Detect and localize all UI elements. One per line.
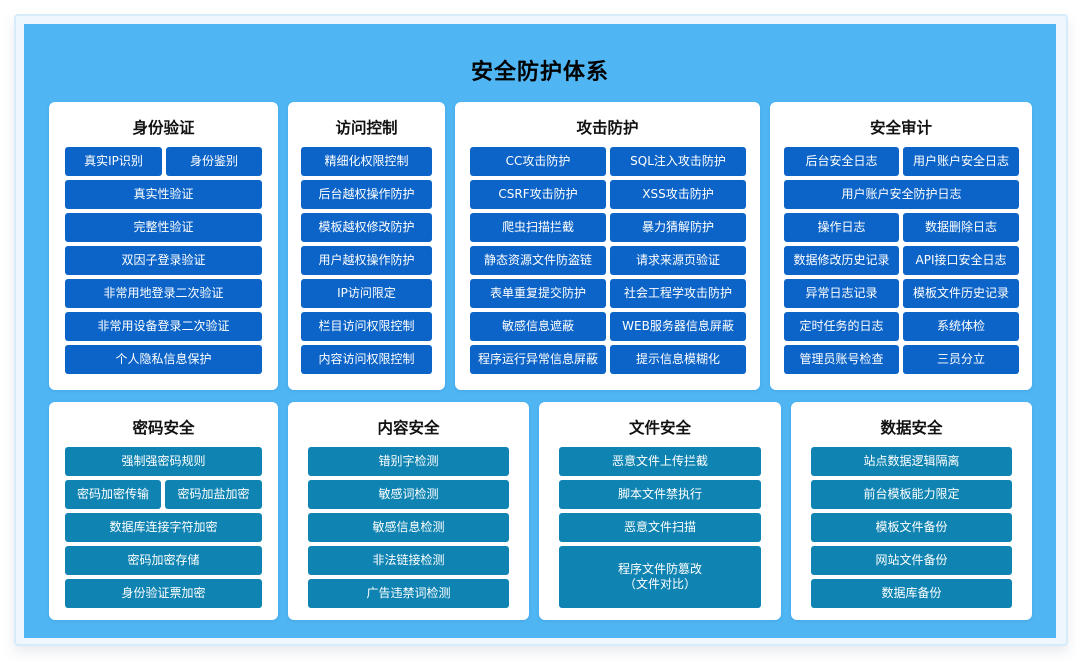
- panel-title: 安全审计: [869, 119, 932, 137]
- item: 身份验证票加密: [65, 579, 262, 608]
- panel-title: 身份验证: [132, 119, 195, 137]
- item: 非法链接检测: [308, 546, 509, 575]
- panel-file-security: 文件安全 恶意文件上传拦截 脚本文件禁执行 恶意文件扫描 程序文件防篡改 （文件…: [539, 402, 781, 620]
- item: 模板文件备份: [811, 513, 1012, 542]
- item: 提示信息模糊化: [610, 345, 746, 374]
- item: 数据删除日志: [903, 213, 1019, 242]
- diagram-title: 安全防护体系: [470, 60, 609, 85]
- panel-title: 内容安全: [377, 419, 440, 437]
- item: 恶意文件上传拦截: [559, 447, 761, 476]
- item: 数据库备份: [811, 579, 1012, 608]
- item: 站点数据逻辑隔离: [811, 447, 1012, 476]
- panel-attack-protection: 攻击防护 CC攻击防护 SQL注入攻击防护 CSRF攻击防护 XSS攻击防护 爬…: [455, 102, 760, 390]
- panel-data-security: 数据安全 站点数据逻辑隔离 前台模板能力限定 模板文件备份 网站文件备份 数据库…: [791, 402, 1032, 620]
- item: 脚本文件禁执行: [559, 480, 761, 509]
- item: 用户账户安全防护日志: [784, 180, 1019, 209]
- item: 操作日志: [784, 213, 899, 242]
- item-line: （文件对比）: [623, 577, 696, 591]
- item: 密码加密传输: [65, 480, 161, 509]
- item-line: 程序文件防篡改: [617, 562, 702, 576]
- item: 敏感词检测: [308, 480, 509, 509]
- item: 密码加盐加密: [165, 480, 262, 509]
- panel-access-control: 访问控制 精细化权限控制 后台越权操作防护 模板越权修改防护 用户越权操作防护 …: [288, 102, 445, 390]
- panel-password-security: 密码安全 强制强密码规则 密码加密传输 密码加盐加密 数据库连接字符加密 密码加…: [49, 402, 278, 620]
- item: 表单重复提交防护: [470, 279, 606, 308]
- item: 三员分立: [903, 345, 1019, 374]
- item: XSS攻击防护: [610, 180, 746, 209]
- item: 系统体检: [903, 312, 1019, 341]
- item: 后台安全日志: [784, 147, 899, 176]
- item: 强制强密码规则: [65, 447, 262, 476]
- item: 精细化权限控制: [301, 147, 432, 176]
- item: 身份鉴别: [166, 147, 262, 176]
- item: 数据修改历史记录: [784, 246, 899, 275]
- item: 个人隐私信息保护: [65, 345, 262, 374]
- panel-title: 访问控制: [335, 119, 398, 137]
- item: 非常用地登录二次验证: [65, 279, 262, 308]
- item: 栏目访问权限控制: [301, 312, 432, 341]
- item: 完整性验证: [65, 213, 262, 242]
- item: 内容访问权限控制: [301, 345, 432, 374]
- item: 前台模板能力限定: [811, 480, 1012, 509]
- item: 爬虫扫描拦截: [470, 213, 606, 242]
- item: CC攻击防护: [470, 147, 606, 176]
- panel-identity: 身份验证 真实IP识别 身份鉴别 真实性验证 完整性验证 双因子登录验证 非常用…: [49, 102, 278, 390]
- item: 非常用设备登录二次验证: [65, 312, 262, 341]
- item: 请求来源页验证: [610, 246, 746, 275]
- item: 广告违禁词检测: [308, 579, 509, 608]
- panel-title: 数据安全: [880, 419, 943, 437]
- panel-title: 密码安全: [132, 419, 195, 437]
- panel-title: 攻击防护: [576, 119, 639, 137]
- item: 敏感信息检测: [308, 513, 509, 542]
- item: 真实性验证: [65, 180, 262, 209]
- item: 静态资源文件防盗链: [470, 246, 606, 275]
- item: 管理员账号检查: [784, 345, 899, 374]
- item: 后台越权操作防护: [301, 180, 432, 209]
- panel-content-security: 内容安全 错别字检测 敏感词检测 敏感信息检测 非法链接检测 广告违禁词检测: [288, 402, 529, 620]
- item: 错别字检测: [308, 447, 509, 476]
- item: 恶意文件扫描: [559, 513, 761, 542]
- item: 敏感信息遮蔽: [470, 312, 606, 341]
- item: SQL注入攻击防护: [610, 147, 746, 176]
- item: 网站文件备份: [811, 546, 1012, 575]
- panel-title: 文件安全: [628, 419, 691, 437]
- item: 暴力猜解防护: [610, 213, 746, 242]
- item: WEB服务器信息屏蔽: [610, 312, 746, 341]
- item: 数据库连接字符加密: [65, 513, 262, 542]
- item: API接口安全日志: [903, 246, 1019, 275]
- item: 模板文件历史记录: [903, 279, 1019, 308]
- item: 异常日志记录: [784, 279, 899, 308]
- panel-security-audit: 安全审计 后台安全日志 用户账户安全日志 用户账户安全防护日志 操作日志 数据删…: [770, 102, 1032, 390]
- item: 真实IP识别: [65, 147, 162, 176]
- item: CSRF攻击防护: [470, 180, 606, 209]
- item: 用户越权操作防护: [301, 246, 432, 275]
- item: 双因子登录验证: [65, 246, 262, 275]
- item: 程序运行异常信息屏蔽: [470, 345, 606, 374]
- item: 定时任务的日志: [784, 312, 899, 341]
- item: 用户账户安全日志: [903, 147, 1019, 176]
- item: 模板越权修改防护: [301, 213, 432, 242]
- item: 社会工程学攻击防护: [610, 279, 746, 308]
- item: 程序文件防篡改 （文件对比）: [559, 546, 761, 608]
- item: 密码加密存储: [65, 546, 262, 575]
- item: IP访问限定: [301, 279, 432, 308]
